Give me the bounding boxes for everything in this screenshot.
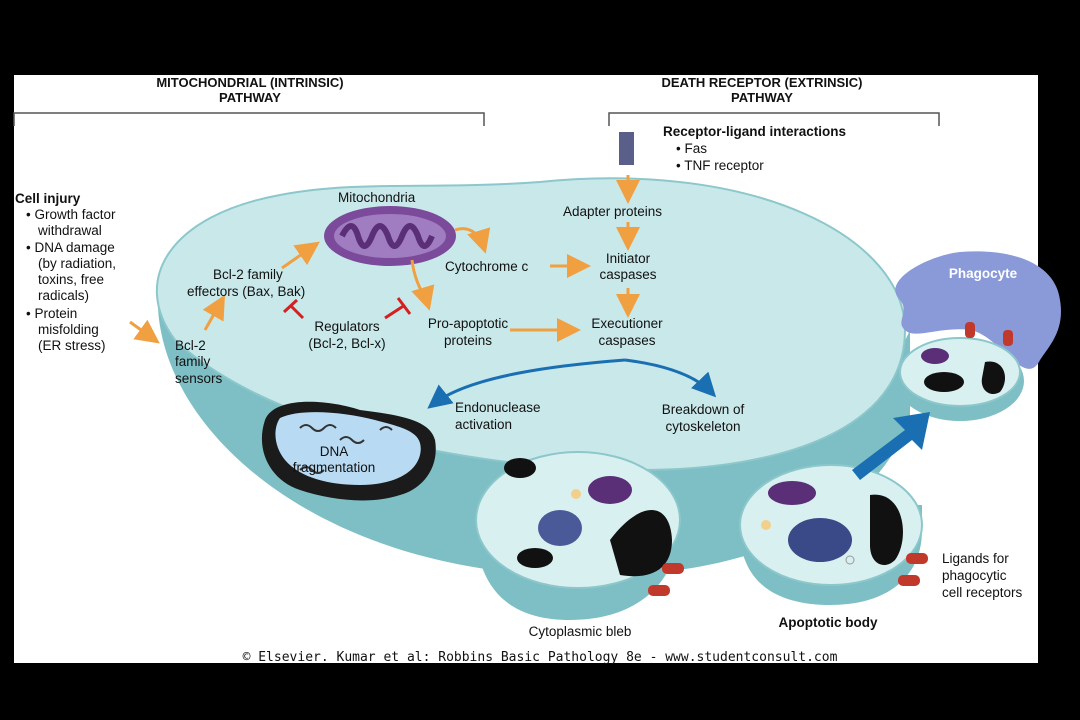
apoptotic-body-cell [739, 464, 923, 605]
label-proapoptotic-2: proteins [444, 333, 492, 348]
label-initiator-2: caspases [599, 267, 656, 282]
cell-injury-title: Cell injury [15, 191, 81, 206]
label-cytoplasmic-bleb: Cytoplasmic bleb [529, 624, 632, 639]
label-apoptotic-body: Apoptotic body [779, 615, 878, 630]
receptor-item: • TNF receptor [676, 158, 764, 173]
cell-injury-list: • Growth factor withdrawal • DNA damage … [26, 207, 116, 353]
label-proapoptotic-1: Pro-apoptotic [428, 316, 509, 331]
label-mitochondria: Mitochondria [338, 190, 416, 205]
cell-injury-line: radicals) [38, 288, 89, 303]
blue-arrows [427, 358, 717, 409]
cell-injury-line: (ER stress) [38, 338, 106, 353]
orange-arrows [129, 175, 640, 344]
inhibition-marks [282, 297, 412, 320]
dna-nucleus [261, 401, 436, 501]
engulf-arrow [852, 412, 930, 480]
label-sensors-2: family [175, 354, 211, 369]
copyright-footer: © Elsevier. Kumar et al: Robbins Basic P… [243, 650, 838, 665]
label-sensors-1: Bcl-2 [175, 338, 206, 353]
label-adapter-proteins: Adapter proteins [563, 204, 662, 219]
cell-injury-line: (by radiation, [38, 256, 116, 271]
label-executioner-2: caspases [598, 333, 655, 348]
extrinsic-header-line2: PATHWAY [731, 90, 793, 105]
receptor-item: • Fas [676, 141, 707, 156]
label-dna-2: fragmentation [293, 460, 376, 475]
label-cytoskeleton-1: Breakdown of [662, 402, 745, 417]
intrinsic-header-line2: PATHWAY [219, 90, 281, 105]
cell-side [157, 290, 911, 576]
intrinsic-header-line1: MITOCHONDRIAL (INTRINSIC) [156, 75, 343, 90]
label-phagocyte: Phagocyte [949, 266, 1018, 281]
label-endonuclease-2: activation [455, 417, 512, 432]
label-executioner-1: Executioner [591, 316, 663, 331]
label-regulators-1: Regulators [314, 319, 380, 334]
label-cytoskeleton-2: cytoskeleton [665, 419, 740, 434]
phagocyte [895, 251, 1061, 421]
label-ligands-3: cell receptors [942, 585, 1023, 600]
label-cytochrome-c: Cytochrome c [445, 259, 529, 274]
label-regulators-2: (Bcl-2, Bcl-x) [308, 336, 385, 351]
cell-injury-line: • Protein [26, 306, 77, 321]
label-bcl2-effectors-2: effectors (Bax, Bak) [187, 284, 305, 299]
cell-injury-line: • DNA damage [26, 240, 115, 255]
intrinsic-bracket [13, 112, 485, 126]
extrinsic-bracket [608, 112, 940, 126]
cell-injury-line: withdrawal [37, 223, 102, 238]
cytoplasmic-bleb-cell [475, 451, 681, 620]
mitochondrion [324, 206, 456, 266]
receptor-icon [619, 132, 634, 165]
label-bcl2-effectors-1: Bcl-2 family [213, 267, 283, 282]
label-endonuclease-1: Endonuclease [455, 400, 541, 415]
label-ligands-2: phagocytic [942, 568, 1007, 583]
ligand-capsules [648, 322, 1013, 596]
label-initiator-1: Initiator [606, 251, 651, 266]
extrinsic-header-line1: DEATH RECEPTOR (EXTRINSIC) [661, 75, 862, 90]
label-sensors-3: sensors [175, 371, 223, 386]
cell-injury-line: misfolding [38, 322, 99, 337]
label-dna-1: DNA [320, 444, 349, 459]
label-ligands-1: Ligands for [942, 551, 1009, 566]
cell-injury-line: • Growth factor [26, 207, 116, 222]
receptor-title: Receptor-ligand interactions [663, 124, 846, 139]
cell-injury-line: toxins, free [38, 272, 104, 287]
